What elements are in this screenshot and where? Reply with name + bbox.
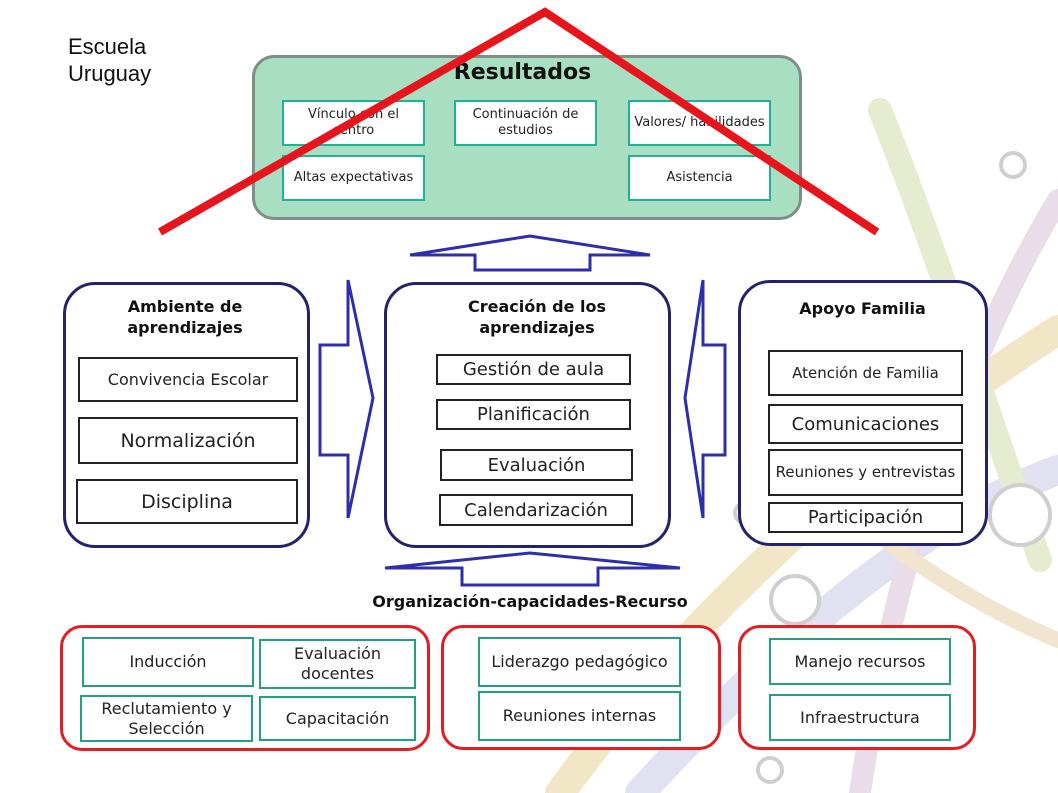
result-valores-box: Valores/ habilidades xyxy=(628,100,771,146)
infraestructura-box: Infraestructura xyxy=(769,694,951,741)
result-continuacion-box: Continuación de estudios xyxy=(454,100,597,146)
up-arrow-top xyxy=(409,234,651,272)
ambiente-title: Ambiente de aprendizajes xyxy=(127,297,243,337)
disciplina-box: Disciplina xyxy=(76,479,298,524)
capacitacion-box: Capacitación xyxy=(259,696,416,741)
induccion-box: Inducción xyxy=(82,637,254,687)
reclutamiento-box: Reclutamiento y Selección xyxy=(80,695,253,742)
participacion-box: Participación xyxy=(768,502,963,533)
gestion-aula-box: Gestión de aula xyxy=(436,354,631,385)
school-label: Escuela Uruguay xyxy=(68,34,152,86)
up-arrow-bottom xyxy=(384,551,681,587)
left-arrow-right xyxy=(683,279,727,519)
manejo-recursos-box: Manejo recursos xyxy=(769,638,951,685)
evaluacion-box: Evaluación xyxy=(440,449,633,481)
atencion-familia-box: Atención de Familia xyxy=(768,350,963,396)
convivencia-box: Convivencia Escolar xyxy=(78,357,298,402)
results-title: Resultados xyxy=(453,60,592,85)
liderazgo-box: Liderazgo pedagógico xyxy=(478,637,681,687)
reuniones-entrevistas-box: Reuniones y entrevistas xyxy=(768,449,963,496)
apoyo-title: Apoyo Familia xyxy=(799,299,926,318)
organizacion-title: Organización-capacidades-Recurso xyxy=(372,592,688,611)
result-altas-box: Altas expectativas xyxy=(282,155,425,201)
roof-shape xyxy=(158,7,880,236)
creacion-title: Creación de los aprendizajes xyxy=(467,297,607,337)
reuniones-internas-box: Reuniones internas xyxy=(478,691,681,741)
comunicaciones-box: Comunicaciones xyxy=(768,404,963,444)
planificacion-box: Planificación xyxy=(436,399,631,430)
result-asistencia-box: Asistencia xyxy=(628,155,771,201)
calendarizacion-box: Calendarización xyxy=(439,494,633,526)
normalizacion-box: Normalización xyxy=(78,417,298,464)
right-arrow-left xyxy=(318,279,375,519)
evaluacion-docentes-box: Evaluación docentes xyxy=(259,639,416,689)
